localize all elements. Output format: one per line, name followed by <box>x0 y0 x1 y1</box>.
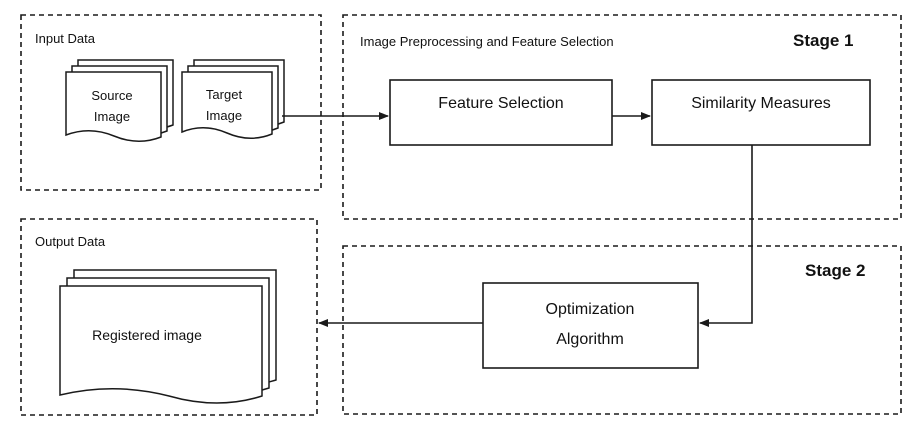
stage1-label: Stage 1 <box>793 31 853 50</box>
stage2-group <box>342 245 902 415</box>
optimization-line1: Optimization <box>546 301 635 318</box>
output-data-group <box>20 218 318 416</box>
stage1-title: Image Preprocessing and Feature Selectio… <box>360 34 614 49</box>
output-data-label: Output Data <box>35 234 106 249</box>
target-image-document: Target Image <box>181 59 285 139</box>
registered-image-label: Registered image <box>92 327 202 343</box>
source-image-line2: Image <box>94 109 130 124</box>
source-image-line1: Source <box>91 88 132 103</box>
feature-selection-label: Feature Selection <box>438 95 563 112</box>
arrow-similarity-to-optimization <box>699 145 753 327</box>
similarity-measures-label: Similarity Measures <box>691 95 831 112</box>
similarity-measures-box: Similarity Measures <box>651 79 871 146</box>
source-image-document: Source Image <box>65 59 174 142</box>
input-data-label: Input Data <box>35 31 96 46</box>
stage2-label: Stage 2 <box>805 261 865 280</box>
target-image-line2: Image <box>206 108 242 123</box>
input-data-group <box>20 14 322 191</box>
stage1-group <box>342 14 902 220</box>
optimization-line2: Algorithm <box>556 331 624 348</box>
optimization-algorithm-box: Optimization Algorithm <box>482 282 699 369</box>
feature-selection-box: Feature Selection <box>389 79 613 146</box>
registered-image-document: Registered image <box>59 269 277 404</box>
target-image-line1: Target <box>206 87 243 102</box>
